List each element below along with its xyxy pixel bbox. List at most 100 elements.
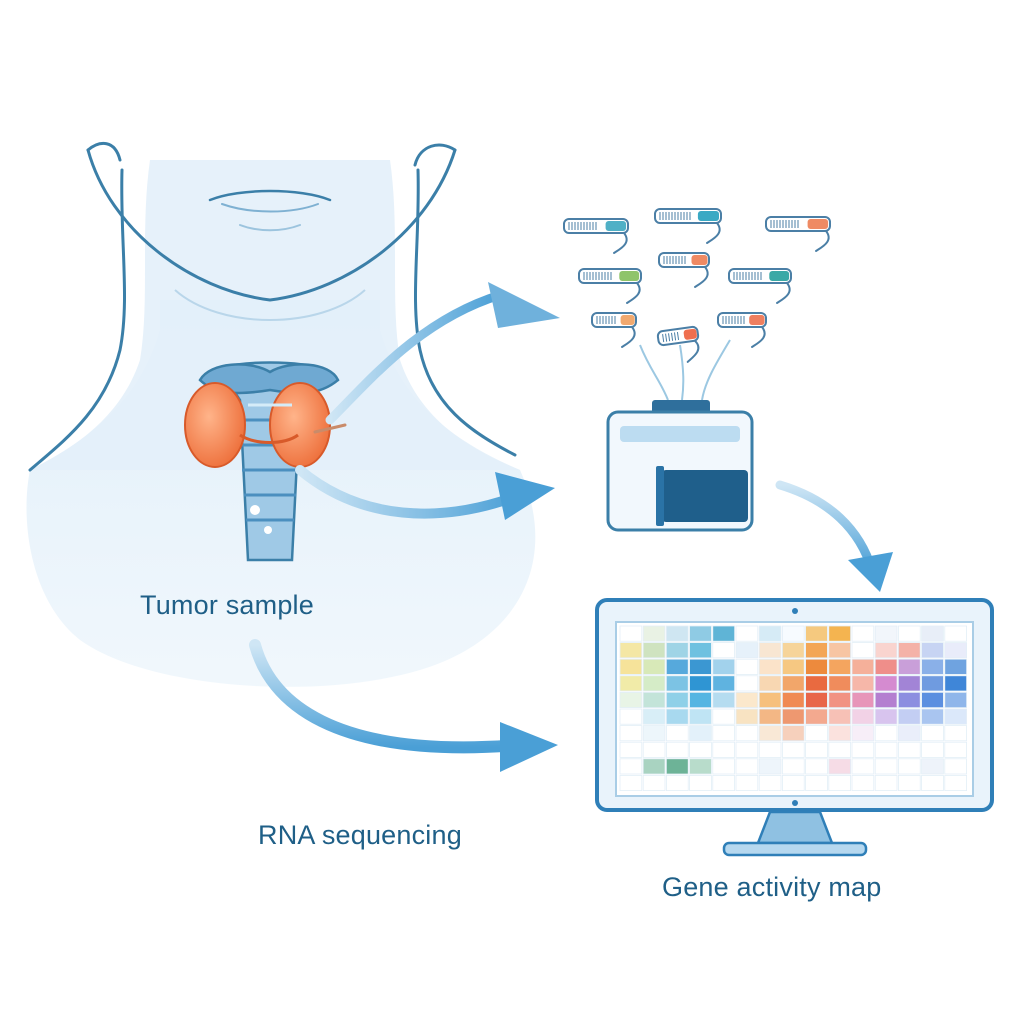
heatmap-cell [782,708,805,725]
heatmap-cell [898,758,921,775]
heatmap-cell [782,775,805,792]
heatmap-cell [689,708,712,725]
rna-fragment-icon [563,218,629,254]
heatmap-cell [666,658,689,675]
heatmap-cell [712,708,735,725]
heatmap-cell [735,708,759,725]
arrow-to-monitor [775,480,877,575]
rna-fragment-icon [654,208,722,244]
heatmap-cell [782,758,805,775]
heatmap-cell [712,692,735,709]
heatmap-cell [944,642,967,659]
arrow-to-sequencer [295,465,525,519]
heatmap-cell [874,658,898,675]
heatmap-cell [921,658,944,675]
heatmap-cell [921,675,944,692]
heatmap-cell [805,692,828,709]
heatmap-cell [619,758,643,775]
heatmap-cell [758,725,782,742]
heatmap-cell [642,758,666,775]
heatmap-cell [874,725,898,742]
rna-fragment-icon [728,268,792,304]
heatmap-cell [689,775,712,792]
thyroid-gland-icon [184,361,347,562]
heatmap-cell [828,692,851,709]
gene-activity-map-label: Gene activity map [662,872,882,902]
heatmap-cell [805,642,828,659]
heatmap-cell [898,625,921,642]
heatmap-cell [666,758,689,775]
heatmap-cell [805,741,828,758]
heatmap-cell [874,642,898,659]
heatmap-cell [851,642,875,659]
heatmap-cell [642,708,666,725]
heatmap-cell [944,692,967,709]
heatmap-cell [666,741,689,758]
rna-fragment-icon [717,312,767,348]
heatmap-cell [666,675,689,692]
heatmap-cell [944,675,967,692]
rna-sequencing-label: RNA sequencing [258,820,462,850]
heatmap-cell [735,775,759,792]
heatmap-cell [828,642,851,659]
heatmap-cell [666,625,689,642]
heatmap-cell [921,625,944,642]
heatmap-cell [758,642,782,659]
heatmap-cell [805,775,828,792]
heatmap-cell [758,741,782,758]
heatmap-cell [828,758,851,775]
heatmap-cell [944,708,967,725]
heatmap-cell [828,775,851,792]
heatmap-cell [712,725,735,742]
arrow-head-rna-sequencing [500,722,558,772]
monitor-icon [595,598,994,857]
heatmap-cell [689,741,712,758]
heatmap-cell [642,625,666,642]
heatmap-cell [782,741,805,758]
heatmap-cell [921,642,944,659]
heatmap-cell [642,741,666,758]
heatmap-cell [874,741,898,758]
heatmap-cell [851,625,875,642]
heatmap-cell [851,758,875,775]
heatmap-cell [619,675,643,692]
heatmap-cell [921,692,944,709]
heatmap-cell [874,775,898,792]
heatmap-cell [921,741,944,758]
heatmap-cell [712,625,735,642]
heatmap-cell [712,741,735,758]
heatmap-cell [921,708,944,725]
heatmap-cell [944,741,967,758]
heatmap-cell [619,625,643,642]
heatmap-cell [666,708,689,725]
heatmap-cell [712,675,735,692]
heatmap-cell [874,625,898,642]
heatmap-cell [666,692,689,709]
heatmap-cell [735,675,759,692]
heatmap-cell [712,775,735,792]
heatmap-cell [689,758,712,775]
arrow-rna-sequencing [249,639,526,754]
heatmap-cell [619,692,643,709]
rna-fragment-icon [578,268,642,304]
heatmap-cell [619,658,643,675]
heatmap-cell [689,625,712,642]
heatmap-cell [666,775,689,792]
heatmap-cell [874,708,898,725]
heatmap-cell [898,642,921,659]
heatmap-cell [874,675,898,692]
heatmap-cell [828,658,851,675]
heatmap-cell [619,775,643,792]
heatmap-cell [666,725,689,742]
heatmap-cell [921,775,944,792]
heatmap-cell [805,758,828,775]
rna-fragment-icon [656,325,700,363]
tumor-sample-label: Tumor sample [140,590,314,620]
heatmap-cell [619,642,643,659]
heatmap-cell [712,642,735,659]
heatmap-cell [735,658,759,675]
heatmap-cell [851,692,875,709]
heatmap-cell [851,658,875,675]
